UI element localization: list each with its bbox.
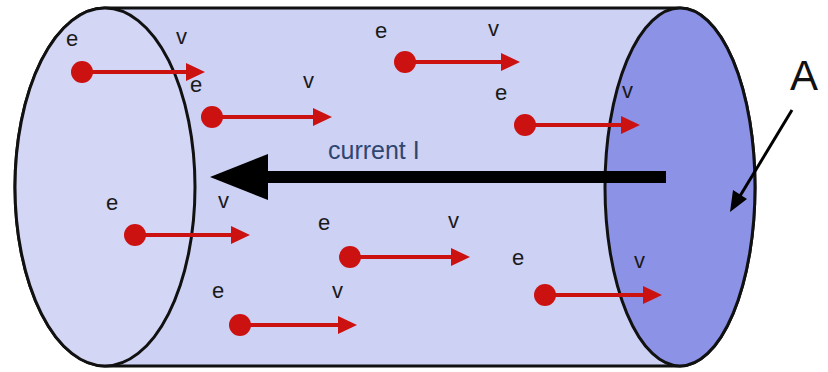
current-arrow [210, 154, 666, 200]
velocity-arrow [350, 255, 455, 259]
current-arrow-shaft [262, 171, 666, 183]
electron-dot [394, 51, 416, 73]
electron-label: e [190, 72, 202, 97]
velocity-arrow [240, 323, 342, 327]
wire-body [15, 8, 755, 366]
electron-dot [229, 314, 251, 336]
electron-dot [514, 114, 536, 136]
velocity-label: v [634, 248, 645, 273]
electron-label: e [106, 190, 118, 215]
velocity-label: v [488, 16, 499, 41]
velocity-arrow [405, 60, 505, 64]
velocity-label: v [332, 278, 343, 303]
electron-dot [124, 224, 146, 246]
leader-line [740, 110, 792, 196]
arrow-head [643, 286, 662, 304]
area-leader [730, 110, 792, 212]
arrow-head [313, 108, 332, 126]
electron-label: e [318, 210, 330, 235]
current-label: current I [328, 136, 420, 165]
electron-label: e [375, 18, 387, 43]
electron-dot [201, 106, 223, 128]
electron-dot [71, 61, 93, 83]
arrow-head [621, 116, 640, 134]
electron-dot [339, 246, 361, 268]
arrow-head [451, 248, 470, 266]
wire-end [15, 8, 195, 366]
velocity-arrow [545, 293, 647, 297]
velocity-label: v [176, 24, 187, 49]
velocity-arrow [82, 70, 190, 74]
electron-label: e [66, 26, 78, 51]
velocity-label: v [218, 188, 229, 213]
velocity-label: v [448, 208, 459, 233]
electron-label: e [212, 278, 224, 303]
cross-section [605, 8, 755, 366]
electron-label: e [495, 80, 507, 105]
arrow-head [501, 53, 520, 71]
arrow-head [338, 316, 357, 334]
leader-head [730, 190, 747, 212]
arrow-head [231, 226, 250, 244]
velocity-arrow [135, 233, 235, 237]
electron-dot [534, 284, 556, 306]
electrons [71, 51, 662, 336]
electron-label: e [512, 245, 524, 270]
velocity-arrow [525, 123, 625, 127]
velocity-arrow [212, 115, 317, 119]
area-label: A [790, 52, 818, 100]
velocity-label: v [622, 78, 633, 103]
velocity-label: v [303, 68, 314, 93]
